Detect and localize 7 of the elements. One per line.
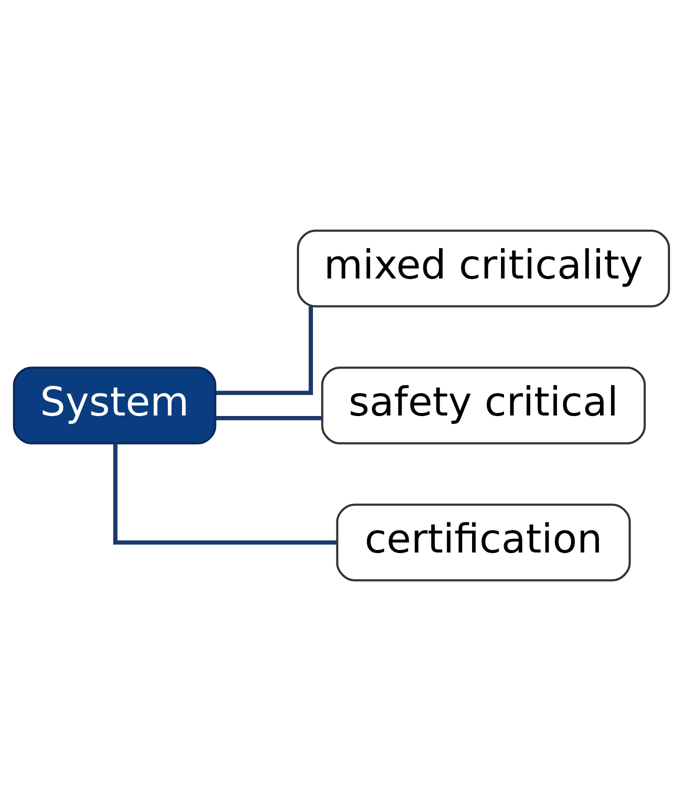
connector (215, 415, 322, 420)
node-box: mixed criticality (296, 229, 670, 307)
node-box: certification (336, 503, 631, 581)
node-box: safety critical (321, 366, 646, 444)
node-box: System (12, 366, 216, 444)
connector (216, 306, 313, 395)
connector (113, 443, 337, 544)
